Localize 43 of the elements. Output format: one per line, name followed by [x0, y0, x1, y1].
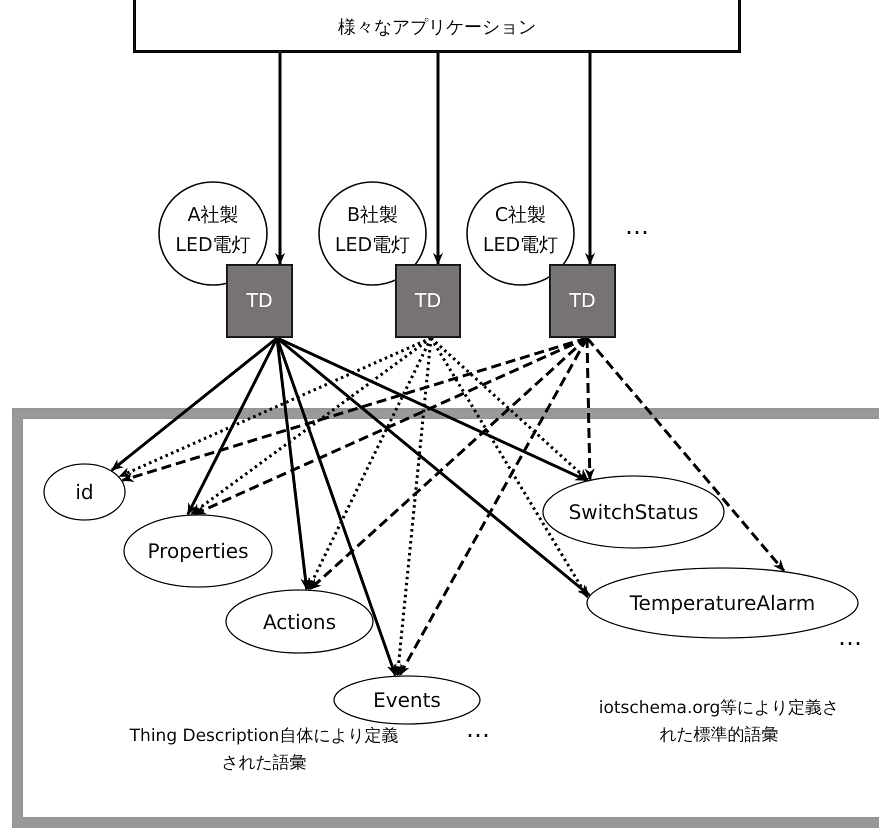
- node-label: id: [75, 480, 94, 504]
- arrow: [275, 53, 285, 265]
- arrow: [584, 338, 595, 480]
- device-circle: [466, 181, 575, 286]
- arrow: [430, 336, 589, 482]
- node-label: 様々なアプリケーション: [338, 16, 536, 39]
- td-box: [226, 264, 293, 338]
- td-box: [549, 264, 616, 338]
- node-label: A社製LED電灯: [174, 203, 252, 258]
- node-label: TD: [569, 290, 596, 312]
- vocabulary-ellipse: [225, 589, 374, 654]
- arrow: [585, 53, 595, 265]
- node-label: SwitchStatus: [568, 500, 698, 524]
- vocabulary-panel: [12, 408, 879, 828]
- caption-text: iotschema.org等により定義された標準的語彙: [598, 697, 840, 748]
- vocabulary-ellipse: [123, 514, 273, 588]
- node-label: C社製LED電灯: [482, 203, 560, 258]
- node-label: TemperatureAlarm: [630, 591, 816, 615]
- caption-text: Thing Description自体により定義された語彙: [128, 725, 400, 776]
- application-box: [133, 0, 741, 53]
- arrow: [433, 53, 443, 265]
- node-label: B社製LED電灯: [334, 203, 412, 258]
- ellipsis-text: …: [838, 623, 863, 651]
- vocabulary-ellipse: [43, 463, 126, 521]
- device-circle: [318, 181, 427, 286]
- node-label: TD: [246, 290, 273, 312]
- vocabulary-ellipse: [542, 475, 725, 549]
- arrow: [430, 337, 589, 598]
- arrow: [307, 337, 432, 590]
- arrow: [394, 338, 432, 676]
- node-label: Properties: [147, 539, 249, 563]
- ellipsis-text: …: [466, 715, 491, 743]
- device-circle: [158, 181, 268, 286]
- ellipsis-text: …: [625, 212, 650, 240]
- td-box: [395, 264, 461, 338]
- vocabulary-ellipse: [333, 675, 481, 725]
- arrow: [586, 337, 786, 572]
- node-label: Actions: [262, 610, 336, 634]
- node-label: Events: [373, 688, 441, 712]
- vocabulary-ellipse: [586, 567, 859, 639]
- arrow: [190, 336, 432, 516]
- arrow: [110, 336, 278, 472]
- node-label: TD: [414, 290, 442, 312]
